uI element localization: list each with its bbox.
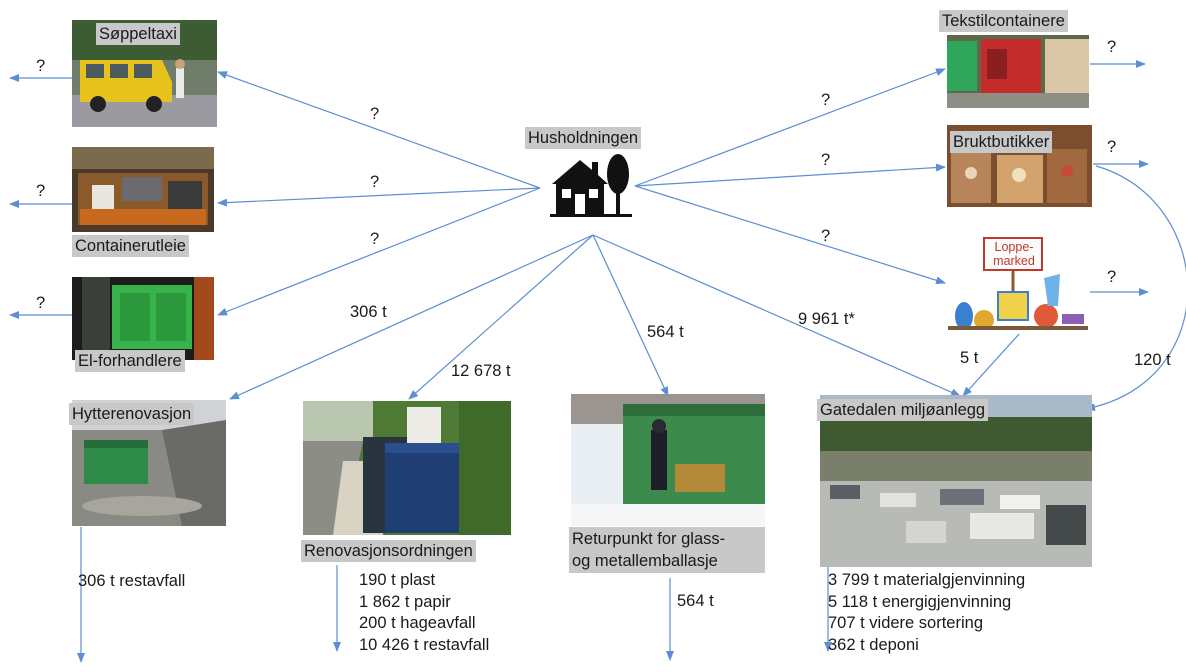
edge-label-tekstilcontainere: ?	[821, 91, 831, 109]
arrow-to-returpunkt	[592, 234, 669, 397]
arrow-to-loppe	[634, 185, 946, 285]
node-label-bruktbutikker: Bruktbutikker	[950, 131, 1053, 153]
node-label-tekstilcontainere: Tekstilcontainere	[939, 10, 1068, 32]
out-label-bruktbutikker: ?	[1107, 138, 1117, 156]
arrow-to-renovasjon	[408, 234, 594, 400]
out-label-el-forhandlere: ?	[36, 294, 46, 312]
arrow-to-el-forhandlere	[217, 187, 541, 316]
house-with-tree-icon	[548, 152, 632, 218]
returpunkt-label-line2: og metallemballasje	[572, 552, 718, 570]
loppemarked-illustration	[948, 234, 1088, 334]
renovasjon-photo	[303, 401, 511, 535]
gatedalen-outputs: 3 799 t materialgjenvinning 5 118 t ener…	[828, 570, 1025, 656]
gatedalen-output-item: 707 t videre sortering	[828, 614, 984, 632]
edge-label-hytterenovasjon: 306 t	[350, 303, 387, 321]
arrow-to-containerutleie	[217, 187, 541, 207]
node-label-soppeltaxi: Søppeltaxi	[96, 23, 180, 45]
out-label-tekstilcontainere: ?	[1107, 38, 1117, 56]
arrow-to-brukt	[634, 163, 946, 187]
containerutleie-photo	[72, 147, 214, 232]
arrow-loppe-to-gatedalen	[962, 332, 1021, 397]
node-label-containerutleie: Containerutleie	[72, 235, 189, 257]
edge-label-returpunkt: 564 t	[647, 323, 684, 341]
arrow-to-gatedalen	[592, 234, 961, 397]
edge-label-loppe-to-gatedalen: 5 t	[960, 349, 979, 367]
edge-label-soppeltaxi: ?	[370, 105, 380, 123]
edge-label-loppemarked: ?	[821, 227, 831, 245]
arrow-to-hytte	[229, 234, 594, 400]
center-label: Husholdningen	[525, 127, 642, 149]
edge-label-el-forhandlere: ?	[370, 230, 380, 248]
out-label-soppeltaxi: ?	[36, 57, 46, 75]
arrow-brukt-to-gatedalen	[1085, 165, 1186, 412]
renovasjon-output-item: 200 t hageavfall	[359, 614, 476, 632]
edge-label-brukt-to-gatedalen: 120 t	[1134, 351, 1171, 369]
edge-label-bruktbutikker: ?	[821, 151, 831, 169]
gatedalen-output-item: 3 799 t materialgjenvinning	[828, 571, 1026, 589]
node-label-returpunkt: Returpunkt for glass- og metallemballasj…	[569, 527, 765, 573]
renovasjon-output-item: 10 426 t restavfall	[359, 635, 490, 654]
gatedalen-photo	[820, 395, 1092, 567]
output-returpunkt: 564 t	[677, 592, 714, 610]
out-label-containerutleie: ?	[36, 182, 46, 200]
node-label-loppemarked: Loppe-marked	[993, 240, 1035, 268]
edge-label-gatedalen: 9 961 t*	[798, 310, 855, 328]
node-label-el-forhandlere: El-forhandlere	[75, 350, 185, 372]
edge-label-renovasjonsordningen: 12 678 t	[451, 362, 511, 380]
gatedalen-output-item: 362 t deponi	[828, 635, 919, 654]
edge-label-containerutleie: ?	[370, 173, 380, 191]
el-forhandlere-photo	[72, 277, 214, 360]
bruktbutikker-photo	[947, 125, 1092, 207]
renovasjon-output-item: 1 862 t papir	[359, 592, 451, 611]
arrow-to-soppeltaxi	[217, 71, 541, 189]
tekstilcontainere-photo	[947, 35, 1089, 108]
out-label-loppemarked: ?	[1107, 268, 1117, 286]
gatedalen-output-item: 5 118 t energigjenvinning	[828, 592, 1012, 611]
returpunkt-photo	[571, 394, 765, 526]
node-label-hytterenovasjon: Hytterenovasjon	[69, 403, 195, 425]
node-label-renovasjonsordningen: Renovasjonsordningen	[301, 540, 476, 562]
returpunkt-label-line1: Returpunkt for glass-	[572, 530, 726, 548]
renovasjon-outputs: 190 t plast 1 862 t papir 200 t hageavfa…	[359, 570, 489, 656]
output-hytterenovasjon: 306 t restavfall	[78, 572, 186, 590]
arrow-to-tekstil	[634, 68, 946, 187]
renovasjon-output-item: 190 t plast	[359, 571, 436, 589]
node-label-gatedalen: Gatedalen miljøanlegg	[817, 399, 989, 421]
